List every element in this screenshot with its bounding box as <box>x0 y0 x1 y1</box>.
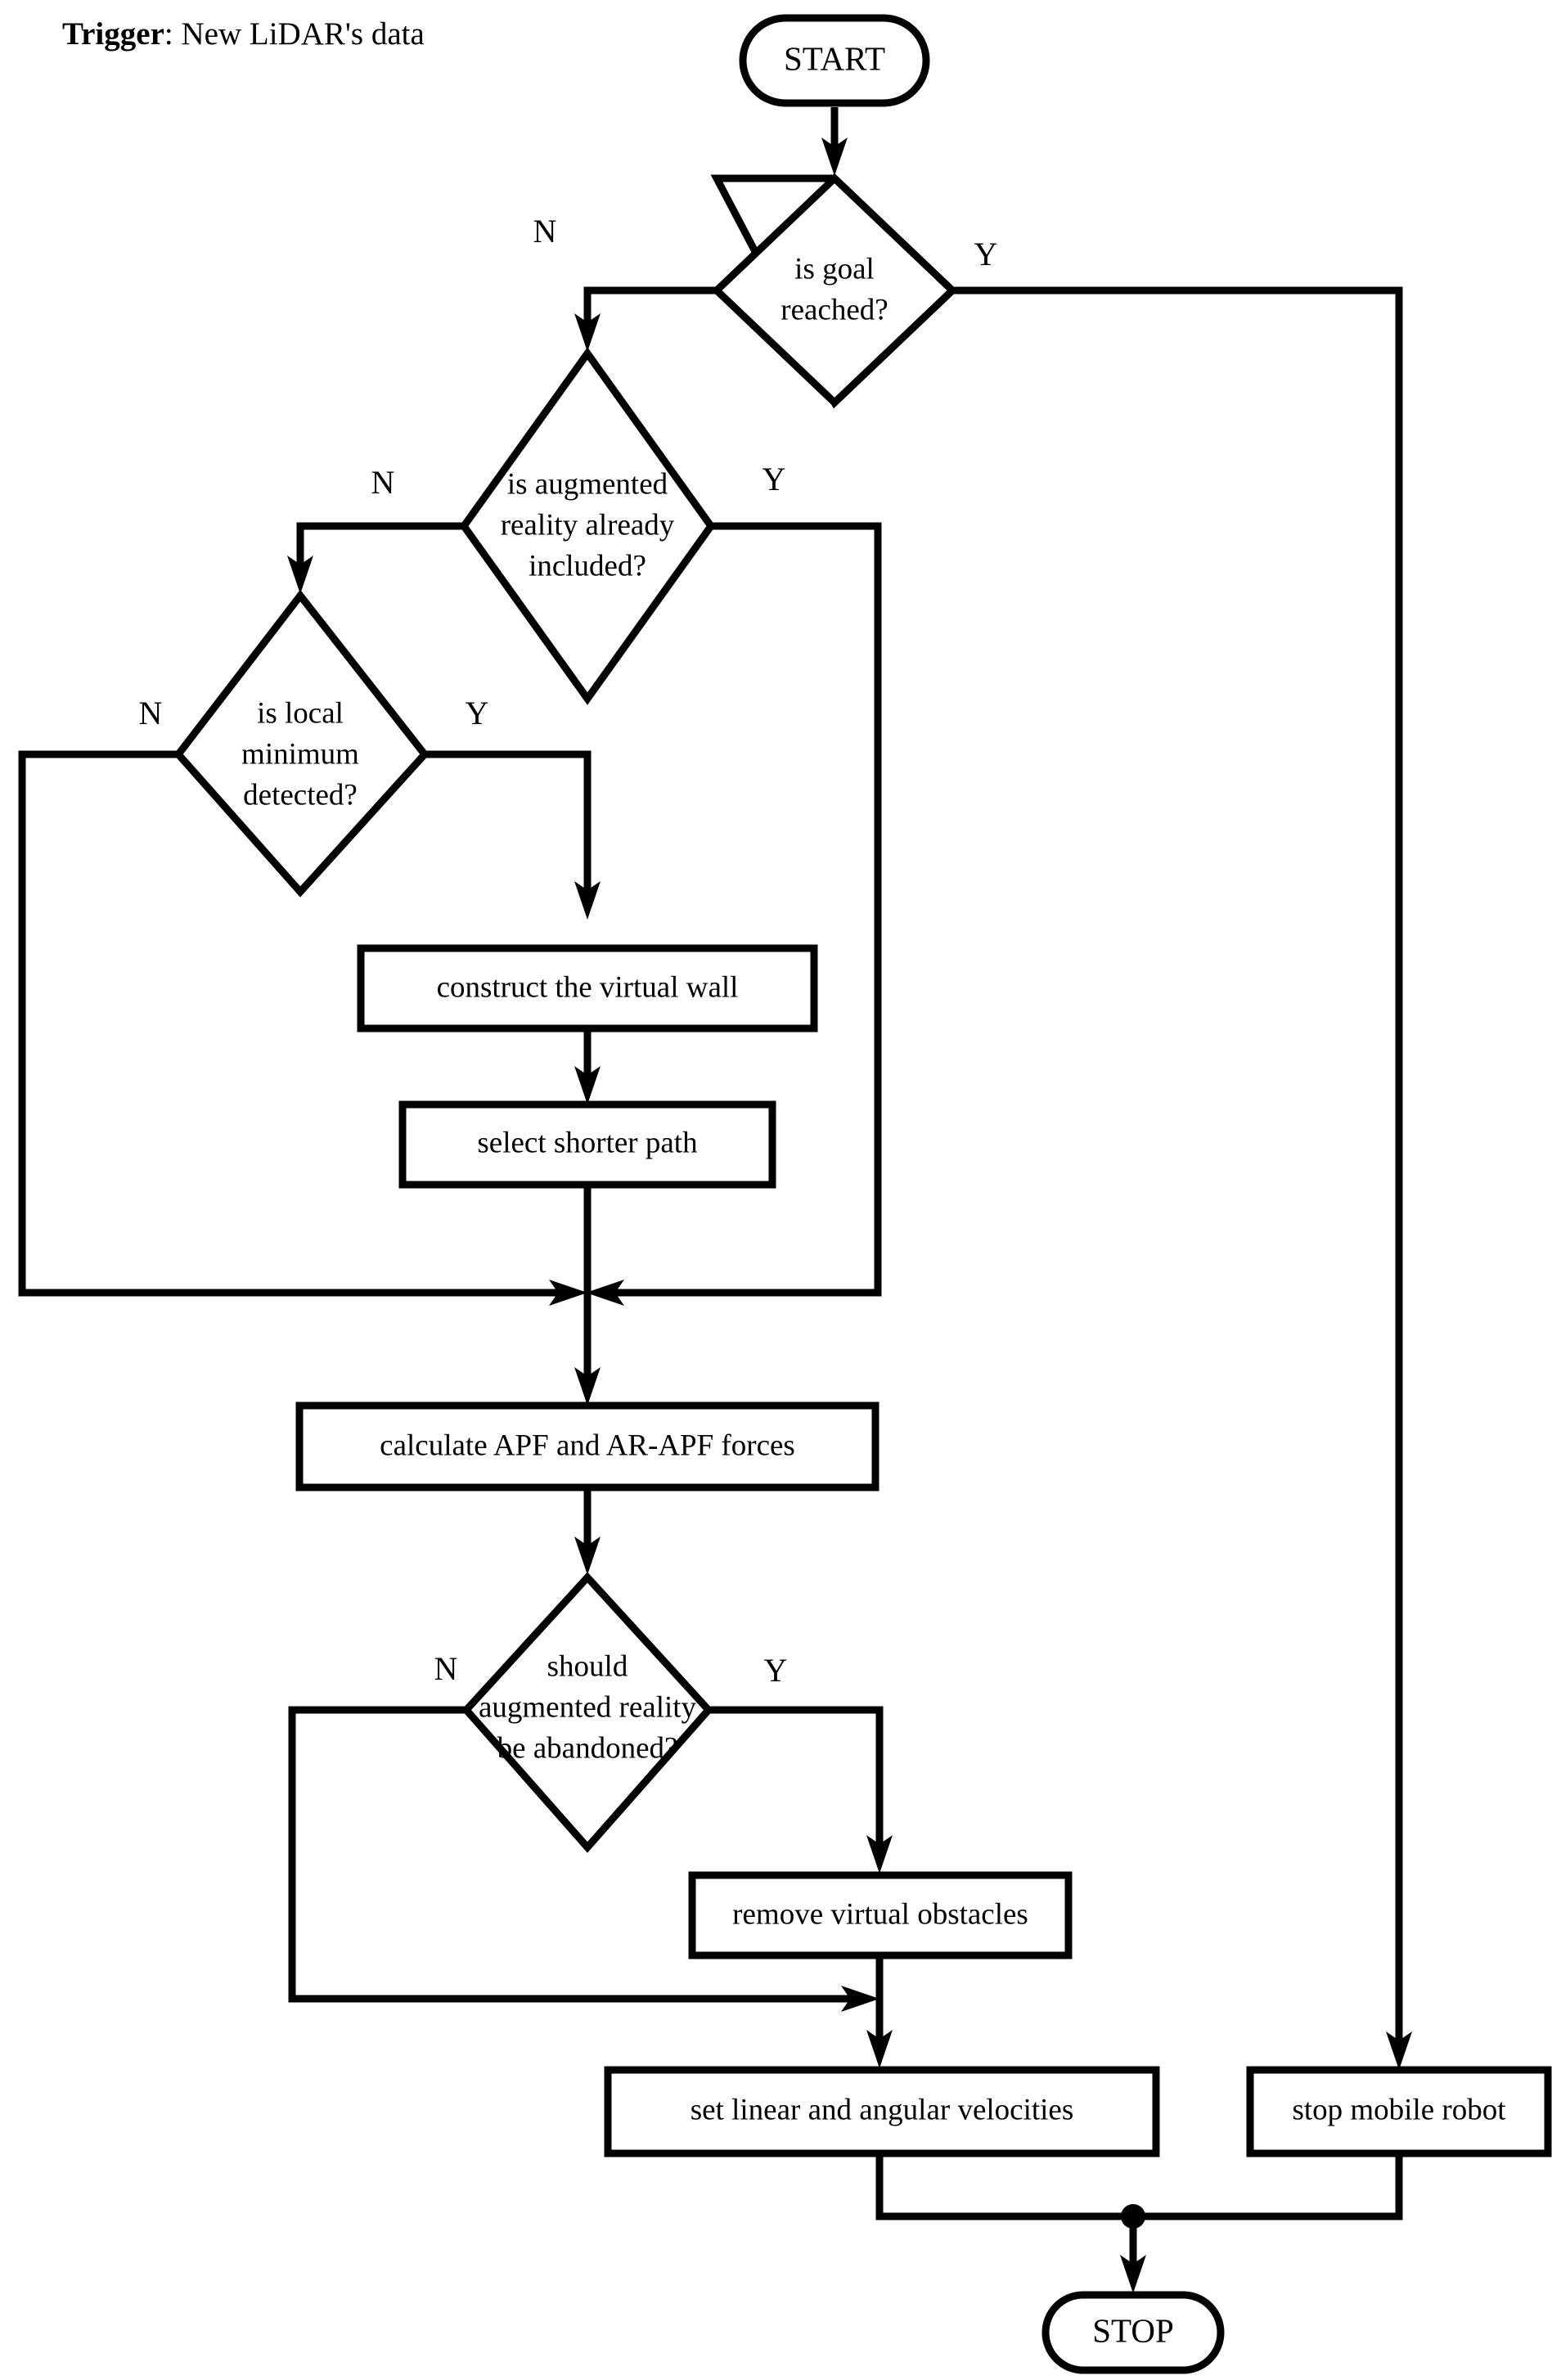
node-remove-obstacles-label: remove virtual obstacles <box>732 1897 1028 1931</box>
branch-label-goal-yes: Y <box>974 236 998 272</box>
trigger-text-group: Trigger: New LiDAR's data <box>62 16 425 52</box>
branch-label-abandon-no: N <box>434 1650 458 1687</box>
trigger-separator: : <box>164 16 182 52</box>
arrowhead-ar-included-no <box>287 556 313 594</box>
node-local-min-label-2: minimum <box>241 737 359 771</box>
branch-label-local-min-yes: Y <box>466 695 489 731</box>
node-select-path[interactable]: select shorter path <box>398 1100 776 1189</box>
edge-goal-no <box>583 286 717 327</box>
node-set-velocities-label: set linear and angular velocities <box>691 2093 1073 2126</box>
node-stop[interactable]: STOP <box>1041 2291 1225 2374</box>
arrowhead-junction-to-stop <box>1120 2255 1146 2293</box>
branch-label-goal-no: N <box>533 213 557 250</box>
edge-abandon-yes <box>709 1706 884 1849</box>
arrowhead-local-min-no <box>549 1280 587 1306</box>
edge-local-min-yes <box>425 750 592 895</box>
node-ar-included-label-3: included? <box>529 549 646 583</box>
node-remove-obstacles[interactable]: remove virtual obstacles <box>688 1871 1073 1959</box>
node-ar-abandon-label-1: should <box>547 1649 628 1683</box>
edge-abandon-no <box>288 1706 851 2003</box>
node-ar-included-label-1: is augmented <box>507 467 668 501</box>
edge-local-min-no <box>18 750 565 1297</box>
node-ar-included[interactable]: is augmented reality already included? <box>459 347 716 705</box>
node-stop-label: STOP <box>1092 2311 1174 2349</box>
trigger-value: New LiDAR's data <box>181 16 424 52</box>
node-construct-wall-label: construct the virtual wall <box>437 970 739 1004</box>
branch-label-local-min-no: N <box>139 695 163 731</box>
node-goal-reached[interactable]: is goal reached? <box>710 173 958 409</box>
arrowhead-wall-to-path <box>574 1066 601 1105</box>
node-goal-reached-label-1: is goal <box>794 252 875 286</box>
node-ar-included-label-2: reality already <box>501 508 675 542</box>
branch-label-ar-included-no: N <box>371 464 395 501</box>
arrowhead-calc-to-abandon <box>574 1536 601 1575</box>
arrowhead-local-min-yes <box>574 881 601 920</box>
node-construct-wall[interactable]: construct the virtual wall <box>357 944 818 1033</box>
node-calculate-forces-label: calculate APF and AR-APF forces <box>380 1428 795 1462</box>
trigger-bold-label: Trigger <box>62 16 164 52</box>
edge-goal-yes <box>952 286 1403 2041</box>
arrowhead-ar-included-yes <box>586 1280 624 1306</box>
node-ar-abandon-label-2: augmented reality <box>479 1690 697 1724</box>
node-local-min[interactable]: is local minimum detected? <box>173 589 430 898</box>
edge-stoprobot-to-junction <box>1133 2153 1403 2220</box>
node-stop-robot-label: stop mobile robot <box>1292 2093 1506 2126</box>
edge-velocities-to-junction <box>875 2153 1133 2220</box>
branch-label-ar-included-yes: Y <box>763 461 786 497</box>
node-set-velocities[interactable]: set linear and angular velocities <box>604 2066 1160 2157</box>
node-local-min-label-1: is local <box>257 696 344 730</box>
arrowhead-remove-to-velocities <box>866 2030 893 2068</box>
arrowhead-abandon-no <box>841 1986 879 2012</box>
arrowhead-goal-yes <box>1386 2031 1412 2070</box>
node-goal-reached-label-2: reached? <box>780 293 888 326</box>
arrowhead-start-to-goal <box>821 137 848 176</box>
node-start-label: START <box>784 39 885 77</box>
edge-ar-included-yes <box>610 522 882 1297</box>
arrowhead-merge-to-calc <box>574 1367 601 1406</box>
node-select-path-label: select shorter path <box>477 1126 698 1159</box>
arrowhead-abandon-yes <box>866 1835 893 1874</box>
node-ar-abandon-label-3: be abandoned? <box>497 1731 678 1765</box>
node-calculate-forces[interactable]: calculate APF and AR-APF forces <box>295 1401 879 1491</box>
node-local-min-label-3: detected? <box>243 778 358 812</box>
branch-label-abandon-yes: Y <box>764 1652 788 1689</box>
node-start[interactable]: START <box>739 14 930 107</box>
node-ar-abandon[interactable]: should augmented reality be abandoned? <box>461 1572 714 1853</box>
trigger-annotation: Trigger: New LiDAR's data <box>62 16 425 52</box>
arrowhead-goal-no <box>574 313 601 352</box>
edge-ar-included-no <box>296 522 464 568</box>
node-stop-robot[interactable]: stop mobile robot <box>1246 2066 1552 2157</box>
junction-dot <box>1121 2204 1145 2229</box>
